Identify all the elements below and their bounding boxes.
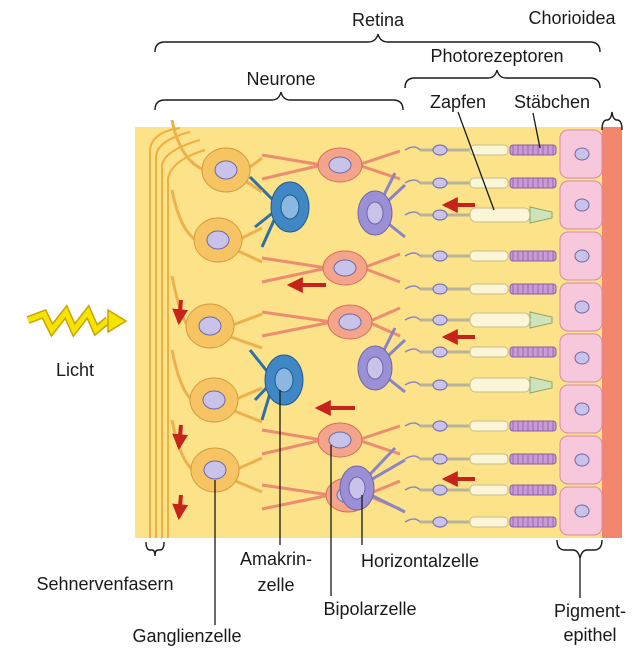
amakrinzelle-label-line1: Amakrin-	[240, 549, 312, 569]
pigmentepithel-label-line2: epithel	[563, 625, 616, 645]
pigment-nucleus	[575, 352, 589, 364]
pigment-nucleus	[575, 301, 589, 313]
photoreceptor-nucleus	[433, 178, 447, 188]
neurone-label: Neurone	[246, 69, 315, 89]
ganglion-nucleus	[199, 317, 221, 335]
ganglion-nucleus	[207, 231, 229, 249]
rod-inner-segment	[470, 284, 508, 294]
photorezeptoren-label: Photorezeptoren	[430, 46, 563, 66]
photoreceptor-nucleus	[433, 454, 447, 464]
ganglienzelle-label: Ganglienzelle	[132, 626, 241, 646]
staebchen-label: Stäbchen	[514, 92, 590, 112]
rod-inner-segment	[470, 485, 508, 495]
pigment-nucleus	[575, 148, 589, 160]
ganglion-nucleus	[215, 161, 237, 179]
bipolar-nucleus	[329, 157, 351, 173]
rod-inner-segment	[470, 421, 508, 431]
photoreceptor-nucleus	[433, 485, 447, 495]
cone-inner-segment	[470, 313, 530, 327]
rod-inner-segment	[470, 145, 508, 155]
rod-inner-segment	[470, 251, 508, 261]
rod-inner-segment	[470, 178, 508, 188]
licht-label: Licht	[56, 360, 94, 380]
bipolar-nucleus	[334, 260, 356, 276]
amakrinzelle-label-line2: zelle	[257, 575, 294, 595]
photoreceptor-nucleus	[433, 145, 447, 155]
zapfen-label: Zapfen	[430, 92, 486, 112]
pigment-nucleus	[575, 250, 589, 262]
rod-inner-segment	[470, 454, 508, 464]
horizontal-nucleus	[367, 357, 383, 379]
photoreceptor-nucleus	[433, 210, 447, 220]
amacrine-nucleus	[281, 195, 299, 219]
sehnervenfasern-label: Sehnervenfasern	[36, 574, 173, 594]
photoreceptor-nucleus	[433, 517, 447, 527]
bipolar-nucleus	[339, 314, 361, 330]
amacrine-nucleus	[275, 368, 293, 392]
photoreceptor-nucleus	[433, 421, 447, 431]
cone-inner-segment	[470, 208, 530, 222]
pigment-nucleus	[575, 199, 589, 211]
pigmentepithel-label-line1: Pigment-	[554, 601, 626, 621]
light-zigzag-icon	[28, 310, 126, 332]
pigment-nucleus	[575, 403, 589, 415]
photoreceptor-nucleus	[433, 284, 447, 294]
horizontal-nucleus	[367, 202, 383, 224]
bipolar-nucleus	[329, 432, 351, 448]
photoreceptor-nucleus	[433, 315, 447, 325]
choroid-layer	[602, 127, 622, 538]
ganglion-nucleus	[203, 391, 225, 409]
cone-inner-segment	[470, 378, 530, 392]
rod-inner-segment	[470, 517, 508, 527]
photoreceptor-nucleus	[433, 251, 447, 261]
horizontalzelle-label: Horizontalzelle	[361, 551, 479, 571]
pigment-nucleus	[575, 505, 589, 517]
bipolarzelle-label: Bipolarzelle	[323, 599, 416, 619]
pigment-nucleus	[575, 454, 589, 466]
photoreceptor-nucleus	[433, 380, 447, 390]
photoreceptor-nucleus	[433, 347, 447, 357]
retina-label: Retina	[352, 10, 405, 30]
chorioidea-label: Chorioidea	[528, 8, 616, 28]
rod-inner-segment	[470, 347, 508, 357]
ganglion-nucleus	[204, 461, 226, 479]
